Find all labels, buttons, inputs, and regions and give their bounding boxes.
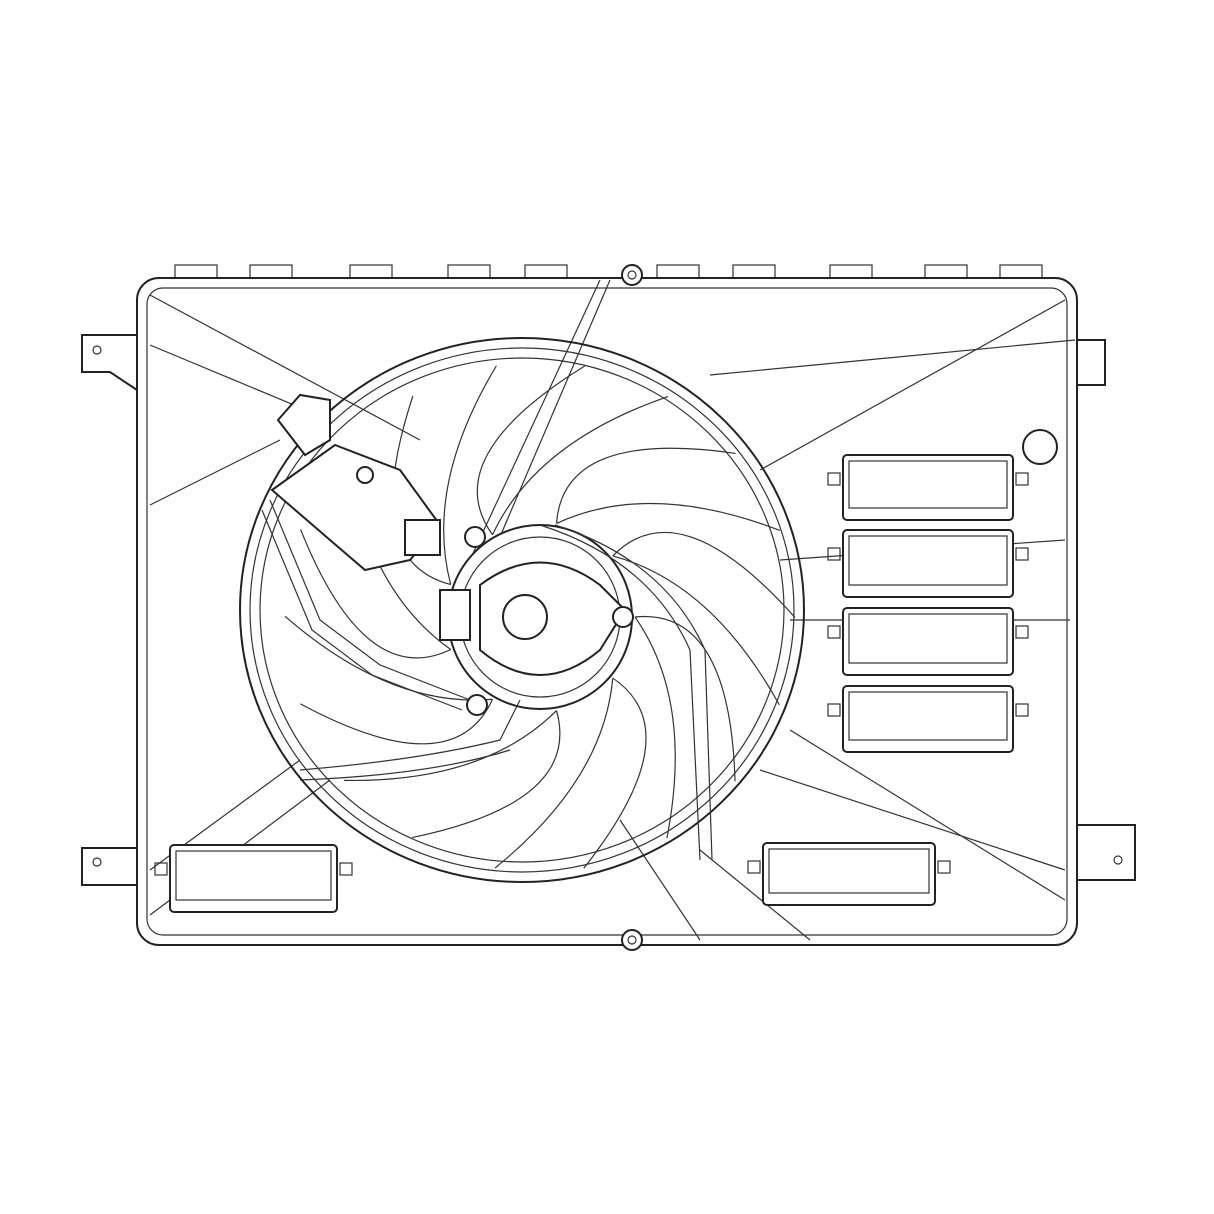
top-tab — [829, 264, 873, 279]
shutter-panel — [154, 844, 353, 913]
top-tab — [349, 264, 393, 279]
top-tab — [924, 264, 968, 279]
fan-blade — [494, 677, 647, 869]
support-struts — [149, 279, 1076, 941]
top-tab — [249, 264, 293, 279]
control-module — [261, 393, 471, 711]
shutter-panel — [827, 529, 1029, 598]
shutter-panels — [154, 454, 1029, 913]
fan-blade — [284, 615, 494, 745]
top-tab — [174, 264, 218, 279]
top-tab — [447, 264, 491, 279]
fan-blade — [612, 532, 796, 706]
shutter-panel — [827, 454, 1029, 521]
motor-hub — [299, 524, 713, 861]
top-tab — [999, 264, 1043, 279]
fan-blade — [634, 615, 736, 839]
fan-blade — [555, 447, 781, 532]
fan-blade — [476, 365, 669, 536]
shutter-panel — [827, 607, 1029, 676]
top-tab — [732, 264, 776, 279]
fan-ring — [239, 337, 805, 883]
top-tabs — [174, 264, 1043, 279]
fan-blade — [344, 710, 561, 839]
shutter-panel — [827, 685, 1029, 753]
shutter-panel — [747, 842, 951, 906]
mounting-brackets — [81, 334, 1136, 886]
top-tab — [656, 264, 700, 279]
top-tab — [524, 264, 568, 279]
